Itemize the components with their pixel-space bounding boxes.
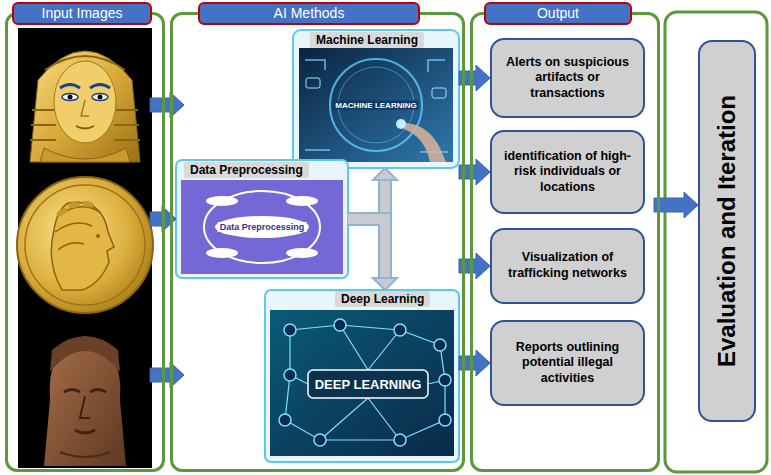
output-text: Alerts on suspicious artifacts or transa… xyxy=(498,55,637,102)
output-box: Alerts on suspicious artifacts or transa… xyxy=(490,38,645,118)
deep-learning-picture xyxy=(265,290,459,462)
arrow-head xyxy=(373,168,397,180)
output-text: Visualization of trafficking networks xyxy=(498,250,637,281)
block-arrow xyxy=(150,362,184,388)
output-text: Reports outlining potential illegal acti… xyxy=(498,340,637,387)
split-arrow-outline xyxy=(348,219,385,278)
panel-outline xyxy=(665,12,767,472)
machine-learning-picture xyxy=(293,30,459,168)
column-panel: OutputAlerts on suspicious artifacts or … xyxy=(470,12,660,472)
column-panel: AI MethodsMachine LearningData Preproces… xyxy=(170,12,465,472)
picture-caption: Data Preprocessing xyxy=(218,222,307,232)
method-box: Machine Learning xyxy=(293,30,459,168)
data-preprocessing-picture xyxy=(176,160,348,278)
method-title: Deep Learning xyxy=(335,291,430,307)
method-box: Data Preprocessing xyxy=(176,160,348,278)
column-header: Output xyxy=(484,2,632,25)
column-header: AI Methods xyxy=(198,2,420,25)
column-panel: Input Images xyxy=(5,12,165,472)
flow-arrow xyxy=(348,168,397,219)
split-arrow xyxy=(348,219,385,278)
gold-coin-image xyxy=(17,177,153,313)
block-arrow xyxy=(654,192,698,218)
arrow-head xyxy=(373,278,397,290)
evaluation-text: Evaluation and Iteration xyxy=(713,95,741,367)
method-title: Machine Learning xyxy=(310,32,424,48)
golden-mask-image xyxy=(30,51,140,162)
column-header: Input Images xyxy=(12,2,152,25)
output-box: Reports outlining potential illegal acti… xyxy=(490,320,645,406)
block-arrow xyxy=(150,92,184,118)
evaluation-box: Evaluation and Iteration xyxy=(698,40,756,422)
flow-arrow xyxy=(150,362,184,388)
picture-caption: MACHINE LEARNING xyxy=(333,101,418,110)
flow-arrow xyxy=(348,219,397,290)
image-column xyxy=(18,28,152,468)
output-text: identification of high-risk individuals … xyxy=(498,149,637,196)
flow-arrow xyxy=(654,192,698,218)
method-title: Data Preprocessing xyxy=(184,162,309,178)
output-box: identification of high-risk individuals … xyxy=(490,130,645,214)
flow-arrow xyxy=(150,92,184,118)
picture-caption: DEEP LEARNING xyxy=(313,377,424,392)
stone-head-image xyxy=(44,336,126,466)
output-box: Visualization of trafficking networks xyxy=(490,228,645,304)
